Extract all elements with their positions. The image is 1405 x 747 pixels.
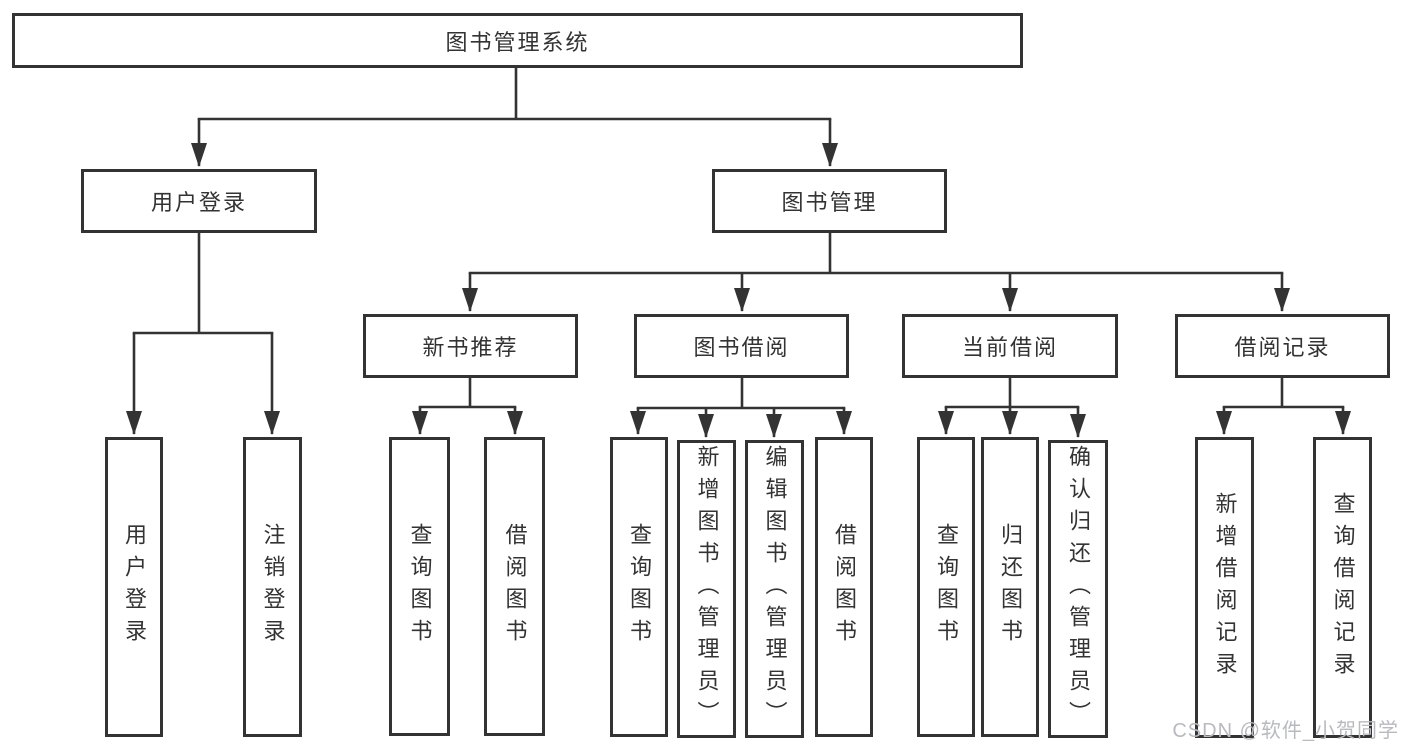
node-book-borrowing: 图书借阅 (634, 314, 849, 378)
node-current-borrowing-label: 当前借阅 (961, 335, 1058, 360)
leaf-confirm-return-admin-label: 确认归还（管理员） (1066, 445, 1091, 733)
node-current-borrowing: 当前借阅 (902, 314, 1118, 378)
leaf-query-books-recommend-label: 查询图书 (407, 522, 433, 651)
leaf-logout-login: 注销登录 (243, 437, 302, 737)
node-new-book-recommendation-label: 新书推荐 (422, 335, 519, 360)
leaf-return-books: 归还图书 (981, 437, 1039, 737)
leaf-query-books-current-label: 查询图书 (934, 523, 959, 651)
leaf-edit-books-admin: 编辑图书（管理员） (745, 440, 804, 738)
leaf-return-books-label: 归还图书 (998, 523, 1023, 651)
leaf-add-books-admin-label: 新增图书（管理员） (694, 445, 720, 733)
leaf-borrow-books-recommend: 借阅图书 (484, 437, 545, 736)
node-borrowing-records: 借阅记录 (1175, 314, 1390, 378)
leaf-add-borrow-record: 新增借阅记录 (1195, 437, 1254, 738)
node-book-management: 图书管理 (712, 169, 947, 233)
leaf-user-login: 用户登录 (105, 437, 163, 737)
node-user-login: 用户登录 (81, 169, 317, 233)
leaf-query-books-borrow-label: 查询图书 (627, 523, 652, 651)
node-library-system-label: 图书管理系统 (445, 29, 590, 55)
leaf-user-login-label: 用户登录 (122, 523, 147, 651)
csdn-watermark: CSDN @软件_小贺同学 (1172, 720, 1399, 742)
node-book-management-label: 图书管理 (781, 190, 878, 215)
leaf-add-books-admin: 新增图书（管理员） (677, 440, 736, 738)
node-book-borrowing-label: 图书借阅 (693, 335, 790, 360)
leaf-query-borrow-record-label: 查询借阅记录 (1330, 491, 1356, 684)
leaf-query-books-current: 查询图书 (917, 437, 975, 737)
node-library-system: 图书管理系统 (12, 13, 1023, 68)
leaf-query-borrow-record: 查询借阅记录 (1313, 437, 1372, 738)
node-new-book-recommendation: 新书推荐 (363, 314, 578, 378)
leaf-confirm-return-admin: 确认归还（管理员） (1048, 440, 1108, 738)
leaf-borrow-books: 借阅图书 (815, 437, 873, 737)
leaf-edit-books-admin-label: 编辑图书（管理员） (762, 445, 788, 733)
leaf-logout-login-label: 注销登录 (260, 523, 286, 651)
leaf-borrow-books-label: 借阅图书 (832, 523, 857, 651)
leaf-borrow-books-recommend-label: 借阅图书 (502, 522, 528, 651)
leaf-query-books-borrow: 查询图书 (610, 437, 668, 737)
leaf-query-books-recommend: 查询图书 (389, 437, 450, 736)
node-borrowing-records-label: 借阅记录 (1234, 335, 1331, 360)
node-user-login-label: 用户登录 (150, 190, 247, 215)
leaf-add-borrow-record-label: 新增借阅记录 (1212, 491, 1238, 684)
